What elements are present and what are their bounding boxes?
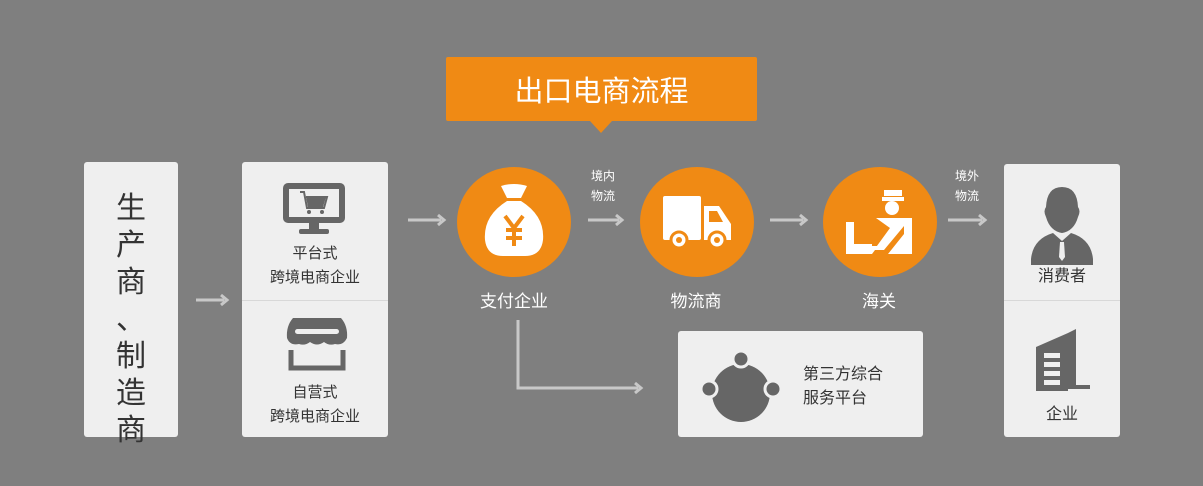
arrow-head <box>220 293 230 307</box>
third-party-label: 第三方综合 服务平台 <box>803 362 883 410</box>
producer-char: 造 <box>116 376 146 411</box>
self-run-label: 自营式 跨境电商企业 <box>242 380 388 428</box>
producer-char: 产 <box>116 228 146 263</box>
payment-label: 支付企业 <box>480 292 548 312</box>
enterprise-label: 企业 <box>1045 404 1078 423</box>
building-icon <box>1036 329 1090 391</box>
arrow-head <box>978 213 988 227</box>
consumer-label: 消费者 <box>1037 266 1086 285</box>
arrow-head <box>615 213 625 227</box>
arrow-head <box>634 381 644 395</box>
domestic-line2: 物流 <box>590 189 615 203</box>
title-pointer <box>590 121 612 133</box>
arrow-head <box>799 213 809 227</box>
domestic-logistics-label: 境内 物流 <box>583 166 623 206</box>
producer-char: 制 <box>116 339 146 374</box>
third-party-line1: 第三方综合 <box>803 364 884 383</box>
divider <box>1004 300 1120 301</box>
producer-char: 商 <box>116 265 146 300</box>
overseas-logistics-label: 境外 物流 <box>947 166 987 206</box>
customs-node <box>823 167 937 277</box>
platform-label: 平台式 跨境电商企业 <box>242 241 388 289</box>
money-bag-yuan-icon <box>484 184 544 256</box>
producer-char: 商 <box>116 413 146 448</box>
third-party-line2: 服务平台 <box>803 388 868 407</box>
connector-line <box>516 320 638 390</box>
producer-char: 、 <box>116 302 146 337</box>
self-run-line1: 自营式 <box>292 383 338 401</box>
producer-char: 生 <box>116 191 146 226</box>
producer-label: 生 产 商 、 制 造 商 <box>84 190 178 449</box>
logistics-label: 物流商 <box>670 292 722 312</box>
platform-line2: 跨境电商企业 <box>269 268 360 286</box>
diagram-title: 出口电商流程 <box>446 57 757 121</box>
producer-box <box>84 162 178 437</box>
domestic-line1: 境内 <box>590 169 615 183</box>
customs-officer-icon <box>846 190 912 254</box>
self-run-line2: 跨境电商企业 <box>269 407 360 425</box>
person-icon <box>1031 187 1093 265</box>
logistics-node <box>640 167 754 277</box>
divider <box>242 300 388 301</box>
platform-line1: 平台式 <box>292 244 338 262</box>
network-icon <box>700 349 782 422</box>
storefront-icon <box>286 318 348 371</box>
monitor-cart-icon <box>283 183 345 234</box>
arrow-head <box>437 213 447 227</box>
overseas-line1: 境外 <box>954 169 979 183</box>
customs-label: 海关 <box>862 292 896 312</box>
overseas-line2: 物流 <box>954 189 979 203</box>
truck-icon <box>663 196 731 250</box>
payment-node <box>457 167 571 277</box>
